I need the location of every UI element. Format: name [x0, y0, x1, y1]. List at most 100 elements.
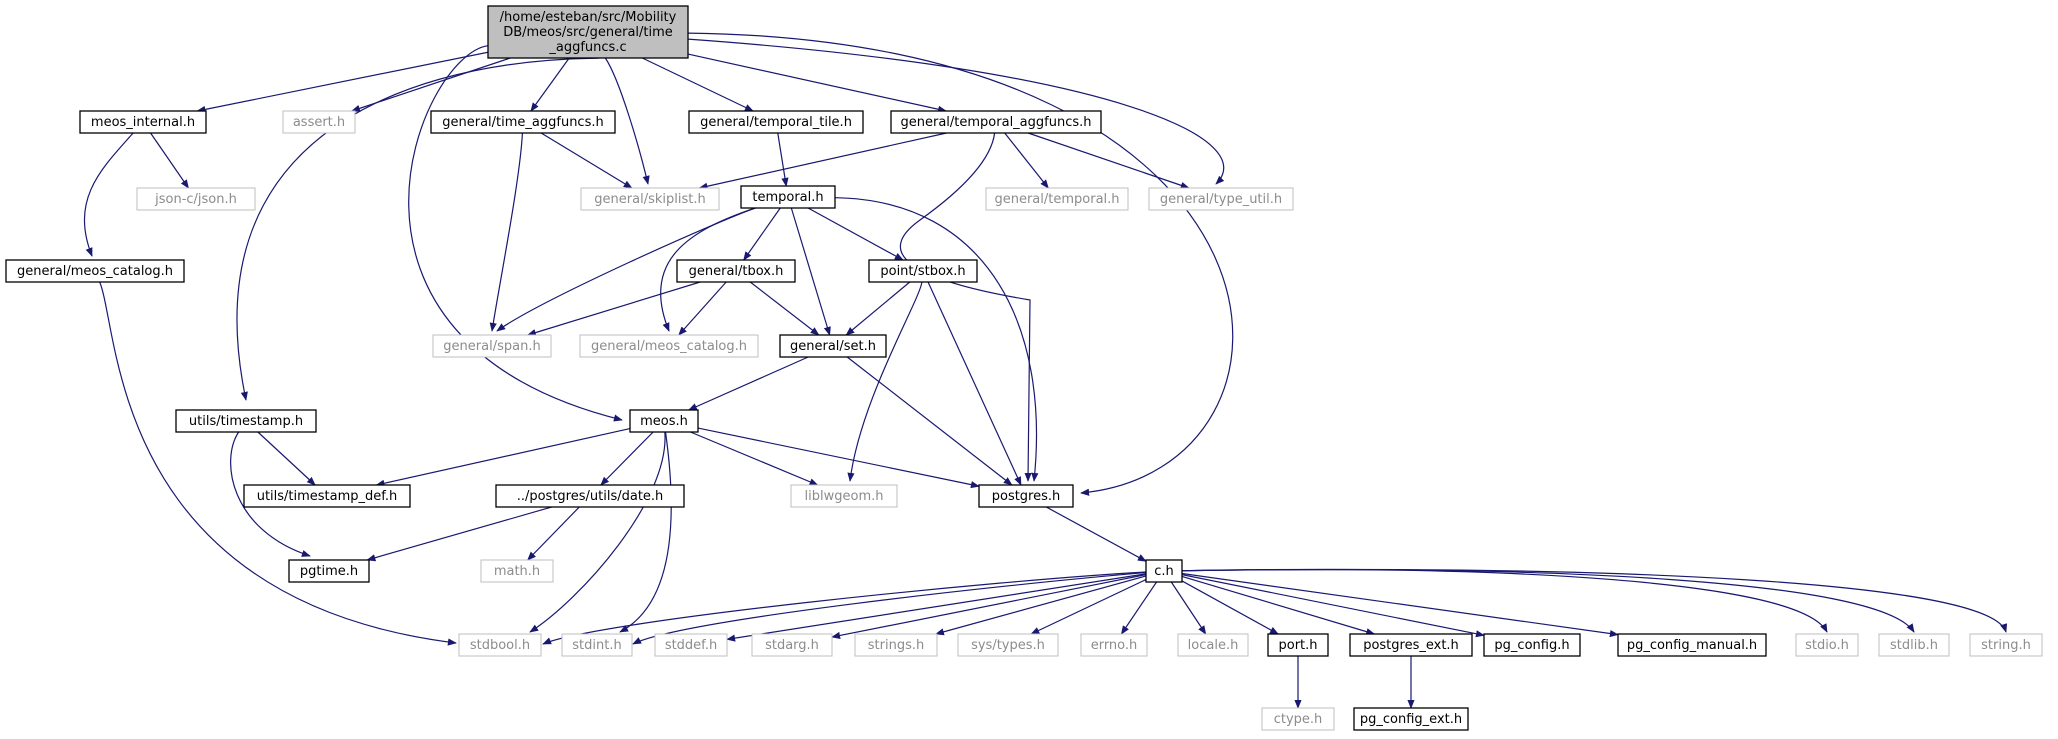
edge-meos-to-date [600, 431, 654, 486]
edge-root-to-time_aggfuncs_h [530, 57, 570, 112]
node-pgtime[interactable]: pgtime.h [288, 559, 370, 583]
edge-postgres-to-c [1045, 506, 1147, 562]
node-box [79, 110, 207, 134]
edge-c-to-systypes [1030, 578, 1147, 635]
node-stdint: stdint.h [561, 633, 633, 657]
edge-temporal-to-tbox [743, 207, 781, 261]
edge-c-to-locale [1170, 581, 1207, 635]
edge-root-to-postgres [687, 32, 1234, 496]
node-meos_internal[interactable]: meos_internal.h [79, 110, 207, 134]
node-box [1969, 633, 2043, 657]
node-label: postgres_ext.h [1363, 638, 1459, 653]
node-pg_config_ext[interactable]: pg_config_ext.h [1353, 707, 1469, 731]
edge-time_aggfuncs_h-to-skiplist [540, 132, 633, 189]
edge-date-to-pgtime [366, 506, 552, 562]
edge-c-to-stdint [632, 571, 1147, 645]
node-box [985, 187, 1129, 211]
node-postgres_ext[interactable]: postgres_ext.h [1349, 633, 1473, 657]
edge-stbox-to-liblwgeom [847, 281, 923, 482]
node-box [890, 110, 1102, 134]
node-temporal_tile[interactable]: general/temporal_tile.h [688, 110, 864, 134]
node-port[interactable]: port.h [1267, 633, 1329, 657]
edge-root-to-utils_timestamp [236, 57, 600, 401]
node-label: general/skiplist.h [594, 192, 705, 207]
node-time_aggfuncs_h[interactable]: general/time_aggfuncs.h [430, 110, 616, 134]
node-tbox[interactable]: general/tbox.h [676, 259, 796, 283]
edge-temporal_aggfuncs-to-type_util [1027, 132, 1190, 189]
node-box [688, 110, 864, 134]
edge-c-to-stdbool [542, 571, 1147, 645]
node-box [243, 484, 411, 508]
node-temporal[interactable]: temporal.h [740, 185, 836, 209]
node-root[interactable]: /home/esteban/src/MobilityDB/meos/src/ge… [487, 5, 689, 59]
node-box [790, 484, 898, 508]
node-box [1267, 633, 1329, 657]
node-label: _aggfuncs.c [548, 40, 626, 55]
node-utils_timestamp[interactable]: utils/timestamp.h [175, 409, 317, 433]
edge-stbox-to-set [845, 281, 911, 336]
edge-tbox-to-span [526, 281, 701, 337]
node-meos[interactable]: meos.h [629, 409, 699, 433]
edge-c-to-port [1181, 580, 1279, 635]
edge-stbox-to-postgres [927, 281, 1022, 486]
node-label: json-c/json.h [154, 192, 237, 207]
node-label: DB/meos/src/general/time [503, 25, 673, 40]
edge-utils_timestamp-to-pgtime [230, 431, 311, 557]
node-pg_config[interactable]: pg_config.h [1483, 633, 1581, 657]
node-label: meos_internal.h [91, 115, 195, 130]
node-box [654, 633, 728, 657]
edge-meos-to-stdbool [529, 431, 666, 633]
node-box [1617, 633, 1767, 657]
node-label: liblwgeom.h [805, 489, 884, 504]
node-box [432, 334, 552, 358]
node-postgres[interactable]: postgres.h [978, 484, 1074, 508]
node-label: pg_config_manual.h [1627, 638, 1757, 653]
node-label: general/meos_catalog.h [17, 264, 173, 279]
node-box [561, 633, 633, 657]
node-box [1261, 707, 1335, 731]
node-timestamp_def[interactable]: utils/timestamp_def.h [243, 484, 411, 508]
node-temporal_aggfuncs[interactable]: general/temporal_aggfuncs.h [890, 110, 1102, 134]
node-label: pgtime.h [300, 564, 358, 579]
node-label: port.h [1278, 638, 1317, 653]
node-box [480, 559, 554, 583]
node-label: general/span.h [443, 339, 540, 354]
node-label: ../postgres/utils/date.h [517, 489, 664, 504]
node-string: string.h [1969, 633, 2043, 657]
node-box [779, 334, 887, 358]
node-meos_catalog_doc[interactable]: general/meos_catalog.h [5, 259, 185, 283]
node-label: stdbool.h [470, 638, 530, 653]
edge-utils_timestamp-to-timestamp_def [257, 431, 316, 486]
node-box [288, 559, 370, 583]
edge-meos_internal-to-meos_catalog_doc [83, 132, 134, 257]
node-stbox[interactable]: point/stbox.h [868, 259, 978, 283]
edge-tbox-to-set [749, 281, 820, 336]
node-systypes: sys/types.h [957, 633, 1059, 657]
node-box [978, 484, 1074, 508]
edge-temporal_aggfuncs-to-skiplist [698, 132, 947, 190]
edge-temporal_tile-to-temporal [777, 132, 789, 187]
node-pg_config_manual[interactable]: pg_config_manual.h [1617, 633, 1767, 657]
node-label: general/temporal_tile.h [700, 115, 852, 130]
node-c[interactable]: c.h [1145, 559, 1183, 583]
node-label: utils/timestamp_def.h [257, 489, 398, 504]
node-json: json-c/json.h [136, 187, 256, 211]
node-set[interactable]: general/set.h [779, 334, 887, 358]
node-box [5, 259, 185, 283]
node-label: stdio.h [1805, 638, 1849, 653]
edge-root-to-temporal_aggfuncs [687, 53, 948, 113]
node-liblwgeom: liblwgeom.h [790, 484, 898, 508]
node-date[interactable]: ../postgres/utils/date.h [495, 484, 685, 508]
node-box [458, 633, 542, 657]
node-box [868, 259, 978, 283]
node-label: /home/esteban/src/Mobility [500, 10, 677, 25]
edge-temporal_aggfuncs-to-general_temporal [1004, 132, 1049, 189]
edge-temporal-to-set [790, 207, 831, 336]
edge-c-to-postgres_ext [1181, 575, 1376, 636]
node-box [1349, 633, 1473, 657]
node-label: c.h [1154, 564, 1174, 579]
node-stddef: stddef.h [654, 633, 728, 657]
node-skiplist: general/skiplist.h [580, 187, 720, 211]
node-label: ctype.h [1274, 712, 1323, 727]
node-box [1878, 633, 1950, 657]
